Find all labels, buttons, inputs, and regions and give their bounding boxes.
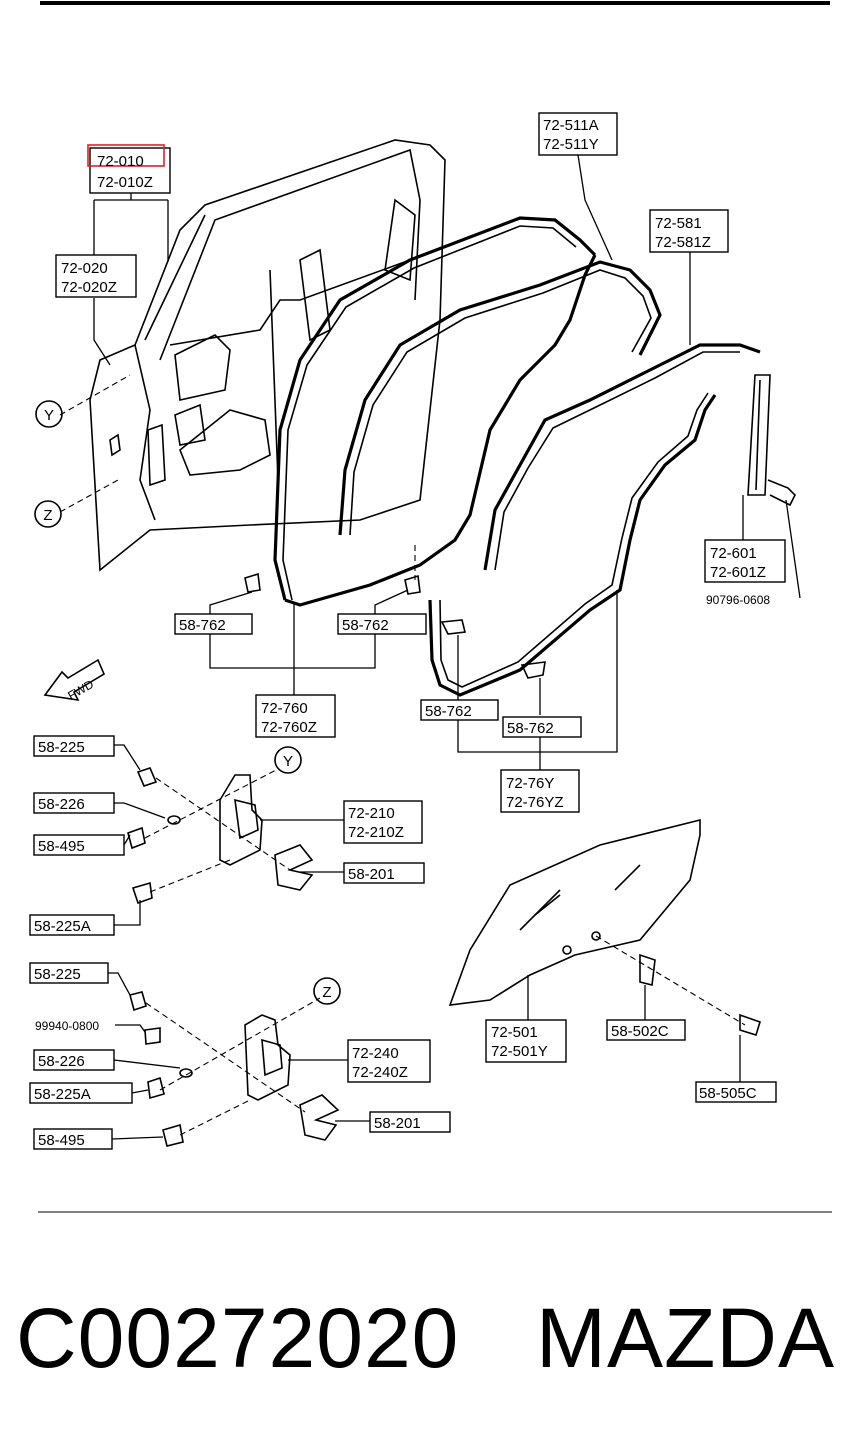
label-58-505c: 58-505C — [699, 1085, 757, 1102]
label-72-210z: 72-210Z — [348, 824, 404, 841]
highlight-box — [87, 144, 165, 167]
label-72-240: 72-240 — [352, 1045, 399, 1062]
label-72-76y: 72-76Y — [506, 775, 554, 792]
label-72-210: 72-210 — [348, 805, 395, 822]
callout-58-225-b: 58-225 — [29, 962, 109, 984]
label-58-225A-a: 58-225A — [34, 918, 91, 935]
callout-58-225A-a: 58-225A — [29, 914, 115, 936]
label-72-501y: 72-501Y — [491, 1043, 548, 1060]
fwd-arrow: FWD — [43, 658, 106, 703]
label-72-601: 72-601 — [710, 545, 757, 562]
door-shell — [89, 139, 446, 572]
label-72-240z: 72-240Z — [352, 1064, 408, 1081]
label-58-226-a: 58-226 — [38, 796, 85, 813]
weatherstrip-72-581 — [483, 343, 761, 571]
marker-z-1-text: Z — [43, 507, 52, 524]
label-58-226-b: 58-226 — [38, 1053, 85, 1070]
callout-58-225A-b: 58-225A — [29, 1082, 133, 1104]
hinge-72-210 — [127, 767, 314, 905]
callout-72-240: 72-240 72-240Z — [347, 1039, 431, 1083]
weatherstrip-72-760 — [273, 216, 597, 607]
marker-z-2-text: Z — [322, 984, 331, 1001]
marker-y-1-text: Y — [44, 407, 54, 424]
label-58-201-a: 58-201 — [348, 866, 395, 883]
label-90796-0608: 90796-0608 — [706, 593, 770, 607]
label-72-76yz: 72-76YZ — [506, 794, 564, 811]
callout-72-020: 72-020 72-020Z — [55, 254, 137, 298]
callout-72-76y: 72-76Y 72-76YZ — [500, 769, 580, 813]
callout-72-210: 72-210 72-210Z — [343, 800, 423, 844]
label-58-201-b: 58-201 — [374, 1115, 421, 1132]
marker-y-2: Y — [274, 746, 302, 774]
weatherstrip-72-511a — [338, 260, 662, 536]
label-58-502c: 58-502C — [611, 1023, 669, 1040]
callout-72-760: 72-760 72-760Z — [255, 694, 336, 738]
callout-58-505c: 58-505C — [695, 1081, 777, 1103]
label-72-511a: 72-511A — [543, 117, 599, 134]
callout-58-201-b: 58-201 — [369, 1111, 451, 1133]
callout-58-762-c: 58-762 — [420, 699, 499, 721]
label-99940-0800: 99940-0800 — [35, 1019, 99, 1033]
door-glass-72-501 — [448, 818, 701, 1006]
callout-72-511a: 72-511A 72-511Y — [538, 112, 618, 156]
callout-58-495-a: 58-495 — [33, 834, 125, 856]
callout-58-226-a: 58-226 — [33, 792, 115, 814]
label-72-010z: 72-010Z — [97, 174, 153, 191]
label-58-225-b: 58-225 — [34, 966, 81, 983]
bracket-58-502c — [639, 953, 761, 1037]
label-72-581: 72-581 — [655, 215, 702, 232]
label-58-495-a: 58-495 — [38, 838, 85, 855]
label-58-762-d: 58-762 — [507, 720, 554, 737]
marker-y-2-text: Y — [283, 753, 293, 770]
label-72-511y: 72-511Y — [543, 136, 599, 153]
callout-58-225-a: 58-225 — [33, 735, 115, 757]
callout-58-762-d: 58-762 — [502, 716, 582, 738]
hinge-72-240 — [129, 991, 340, 1147]
callout-58-762-b: 58-762 — [337, 613, 427, 635]
channel-72-601 — [747, 374, 796, 507]
label-72-760z: 72-760Z — [261, 719, 317, 736]
weatherstrip-72-76y — [428, 392, 717, 697]
label-72-020: 72-020 — [61, 260, 108, 277]
label-58-762-a: 58-762 — [179, 617, 226, 634]
callout-72-501: 72-501 72-501Y — [485, 1019, 567, 1063]
label-58-495-b: 58-495 — [38, 1132, 85, 1149]
callout-72-581: 72-581 72-581Z — [649, 209, 729, 253]
marker-y-1: Y — [35, 400, 63, 428]
clips-58-762 — [244, 572, 546, 679]
marker-z-2: Z — [313, 977, 341, 1005]
label-72-010: 72-010 — [97, 153, 144, 170]
callout-72-010: 72-010 72-010Z — [87, 144, 171, 194]
label-58-225A-b: 58-225A — [34, 1086, 91, 1103]
marker-z-1: Z — [34, 500, 62, 528]
callout-58-502c: 58-502C — [606, 1019, 686, 1041]
label-72-020z: 72-020Z — [61, 279, 117, 296]
footer-brand: MAZDA — [536, 1291, 835, 1385]
label-72-760: 72-760 — [261, 700, 308, 717]
label-58-225-a: 58-225 — [38, 739, 85, 756]
callout-72-601: 72-601 72-601Z — [704, 539, 786, 583]
label-72-581z: 72-581Z — [655, 234, 711, 251]
callout-58-495-b: 58-495 — [33, 1128, 113, 1150]
label-58-762-b: 58-762 — [342, 617, 389, 634]
label-58-762-c: 58-762 — [425, 703, 472, 720]
dashed-lines — [59, 374, 746, 1136]
footer-part-number: C00272020 — [16, 1291, 460, 1385]
callout-58-762-a: 58-762 — [174, 613, 253, 635]
callout-58-226-b: 58-226 — [33, 1049, 115, 1071]
label-72-601z: 72-601Z — [710, 564, 766, 581]
leader-lines — [93, 154, 801, 1140]
callout-58-201-a: 58-201 — [343, 862, 425, 884]
label-72-501: 72-501 — [491, 1024, 538, 1041]
